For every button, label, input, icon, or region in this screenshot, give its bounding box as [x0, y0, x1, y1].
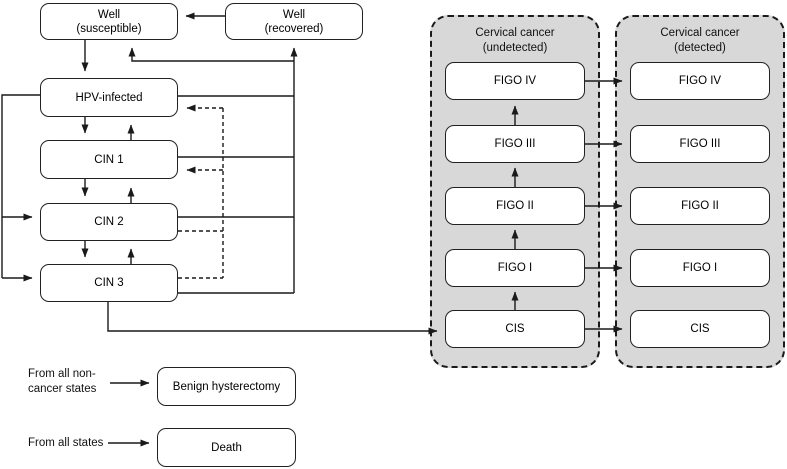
- state-hpv-infected: HPV-infected: [40, 78, 178, 117]
- state-figo2-undetected: FIGO II: [445, 187, 585, 225]
- group-title-detected-line2: (detected): [674, 42, 726, 54]
- state-figo4-detected: FIGO IV: [630, 62, 770, 100]
- state-benign-hysterectomy: Benign hysterectomy: [157, 367, 296, 406]
- state-figo3-detected: FIGO III: [630, 125, 770, 163]
- arrow-cin3-to-cis: [107, 302, 438, 335]
- group-title-undetected-line1: Cervical cancer: [475, 27, 555, 39]
- note-from-non-cancer-states: From all non- cancer states: [28, 367, 96, 396]
- state-figo4-undetected: FIGO IV: [445, 62, 585, 100]
- state-well-susceptible: Well (susceptible): [40, 3, 178, 40]
- state-figo3-undetected: FIGO III: [445, 125, 585, 163]
- state-figo2-detected: FIGO II: [630, 187, 770, 225]
- group-title-undetected: Cervical cancer (undetected): [432, 26, 598, 56]
- group-title-detected: Cervical cancer (detected): [617, 26, 783, 56]
- note-from-non-cancer-line1: From all non-: [28, 368, 96, 380]
- group-title-detected-line1: Cervical cancer: [660, 27, 740, 39]
- note-from-all-states: From all states: [28, 437, 104, 449]
- state-cis-undetected: CIS: [445, 310, 585, 348]
- arrow-collector-to-susceptible: [128, 47, 294, 62]
- state-cis-detected: CIS: [630, 310, 770, 348]
- line-hpv-left-route: [1, 94, 40, 278]
- state-cin1: CIN 1: [40, 140, 178, 179]
- state-figo1-undetected: FIGO I: [445, 249, 585, 287]
- note-from-non-cancer-line2: cancer states: [28, 382, 97, 395]
- state-well-susceptible-line2: (susceptible): [76, 22, 142, 35]
- state-figo1-detected: FIGO I: [630, 249, 770, 287]
- state-well-recovered: Well (recovered): [225, 3, 363, 40]
- group-title-undetected-line2: (undetected): [482, 42, 548, 54]
- state-cin2: CIN 2: [40, 203, 178, 241]
- state-well-recovered-line2: (recovered): [264, 22, 324, 35]
- state-cin3: CIN 3: [40, 264, 178, 302]
- state-death: Death: [157, 428, 296, 467]
- state-well-recovered-line1: Well: [282, 8, 306, 21]
- state-well-susceptible-line1: Well: [97, 8, 121, 21]
